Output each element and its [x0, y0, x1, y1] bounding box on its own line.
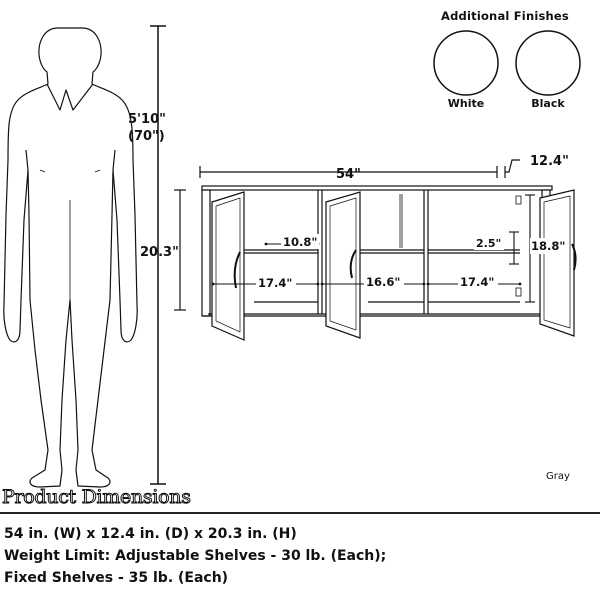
- cabinet: [201, 185, 553, 317]
- additional-finishes-title: Additional Finishes: [441, 9, 569, 23]
- cabinet-doors: [211, 189, 575, 341]
- center-width-label: 16.6": [366, 275, 400, 289]
- product-dimensions-title: Product Dimensions: [2, 486, 192, 509]
- height-dimension: [174, 189, 186, 311]
- shelf-depth-label: 10.8": [283, 235, 317, 249]
- dimensions-line: 54 in. (W) x 12.4 in. (D) x 20.3 in. (H): [4, 526, 297, 542]
- current-finish-label: Gray: [546, 471, 570, 482]
- product-dimensions-divider: [0, 512, 600, 514]
- door-handles: [233, 243, 577, 289]
- right-width-label: 17.4": [460, 275, 494, 289]
- interior-label-backgrounds: [256, 234, 560, 291]
- finish-name-black: Black: [531, 97, 565, 110]
- fixed-shelves-line: Fixed Shelves - 35 lb. (Each): [4, 570, 229, 586]
- height-label: 20.3": [140, 245, 179, 260]
- finish-swatch-white[interactable]: [433, 30, 499, 96]
- person-height-ft: 5'10": [128, 112, 166, 127]
- interior-height-label: 18.8": [531, 239, 565, 253]
- finish-swatch-black[interactable]: [515, 30, 581, 96]
- width-label: 54": [336, 167, 361, 182]
- finish-name-white: White: [447, 97, 485, 110]
- shelf-spacing-label: 2.5": [476, 237, 501, 250]
- left-width-label: 17.4": [258, 276, 292, 290]
- hinges: [515, 195, 522, 297]
- weight-limit-line: Weight Limit: Adjustable Shelves - 30 lb…: [4, 548, 387, 564]
- depth-label: 12.4": [530, 154, 569, 169]
- person-silhouette: [3, 27, 138, 488]
- person-height-dimension: [150, 25, 166, 485]
- person-height-in: (70"): [128, 129, 165, 144]
- width-dimension: [199, 159, 520, 178]
